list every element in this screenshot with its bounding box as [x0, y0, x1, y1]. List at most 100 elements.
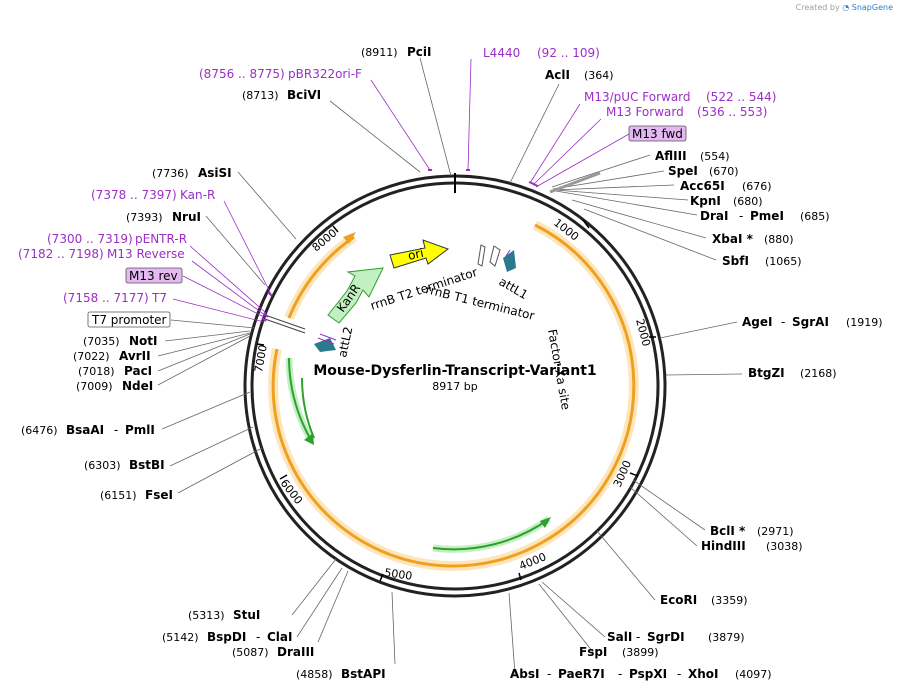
primer-l4440-pos: (92 .. 109) — [537, 46, 600, 60]
cds-arrowhead-left — [343, 232, 356, 244]
enzyme-pmli[interactable]: PmlI — [125, 423, 155, 437]
enzyme-nrui[interactable]: NruI — [172, 210, 201, 224]
enzyme-sgrdi[interactable]: SgrDI — [647, 630, 685, 644]
enzyme-agei[interactable]: AgeI — [742, 315, 772, 329]
primer-m13fwd-box[interactable] — [628, 125, 687, 142]
green-arrow-c — [432, 518, 550, 551]
enzyme-hindiii[interactable]: HindIII — [701, 539, 746, 553]
enzyme-clai[interactable]: ClaI — [267, 630, 292, 644]
site-cluster-marker — [549, 171, 601, 194]
enzyme-kpni[interactable]: KpnI — [690, 194, 721, 208]
enzyme-ecori[interactable]: EcoRI — [660, 593, 697, 607]
attl2-feature — [314, 338, 336, 352]
enzyme-xbai-pos: (880) — [764, 233, 794, 246]
enzyme-bstbi[interactable]: BstBI — [129, 458, 165, 472]
t7-promoter-label: T7 promoter — [91, 313, 167, 327]
green-arrow-a — [288, 357, 312, 441]
attl1-primer-mark — [505, 249, 511, 257]
cds-arc-bottom — [271, 348, 544, 568]
t7-promoter-box[interactable] — [87, 311, 171, 328]
kanr-feature[interactable] — [327, 267, 384, 324]
enzyme-pcii[interactable]: PciI — [407, 45, 432, 59]
enzyme-aflii[interactable]: AflIII — [655, 149, 687, 163]
enzyme-paer7i[interactable]: PaeR7I — [558, 667, 605, 681]
primer-pentr[interactable]: pENTR-R — [135, 232, 187, 246]
enzyme-bsaai[interactable]: BsaAI — [66, 423, 104, 437]
enzyme-asisi-pos: (7736) — [152, 167, 189, 180]
enzyme-noti-pos: (7035) — [83, 335, 120, 348]
green-arrow-a-head — [304, 433, 314, 445]
enzyme-bsaai-pos: (6476) — [21, 424, 58, 437]
enzyme-spei[interactable]: SpeI — [668, 164, 698, 178]
tick-4000 — [518, 572, 522, 581]
enzyme-leader-lines — [157, 57, 743, 675]
enzyme-acc65i[interactable]: Acc65I — [680, 179, 725, 193]
attl1-label: attL1 — [497, 274, 531, 302]
primer-m13puc-pos: (522 .. 544) — [706, 90, 776, 104]
enzyme-asisi[interactable]: AsiSI — [198, 166, 232, 180]
tick-label-2000: 2000 — [633, 317, 653, 347]
primer-m13fwd-box-label: M13 fwd — [632, 127, 683, 141]
enzyme-bcli-pos: (2971) — [757, 525, 794, 538]
primer-pbr322-pos: (8756 .. 8775) — [199, 67, 285, 81]
attl2-mark-a — [319, 333, 337, 341]
primer-l4440[interactable]: L4440 — [483, 46, 520, 60]
enzyme-sgrai[interactable]: SgrAI — [792, 315, 829, 329]
rrnb-t2-label: rrnB T2 terminator — [369, 265, 480, 313]
primer-m13rev-box[interactable] — [125, 267, 183, 284]
enzyme-stui[interactable]: StuI — [233, 608, 260, 622]
primer-m13puc[interactable]: M13/pUC Forward — [584, 90, 691, 104]
enzyme-bcivi[interactable]: BciVI — [287, 88, 321, 102]
primer-kanr[interactable]: Kan-R — [180, 188, 215, 202]
enzyme-draiii[interactable]: DraIII — [277, 645, 314, 659]
primer-m13rev[interactable]: M13 Reverse — [107, 247, 185, 261]
attl2-label: attL2 — [335, 325, 355, 358]
enzyme-paci[interactable]: PacI — [124, 364, 152, 378]
primer-leader-lines — [172, 58, 630, 323]
enzyme-fspi[interactable]: FspI — [579, 645, 607, 659]
enzyme-bstapi[interactable]: BstAPI — [341, 667, 386, 681]
rrnb-t2-feature — [477, 244, 486, 267]
enzyme-agei-pos: (1919) — [846, 316, 883, 329]
enzyme-drai[interactable]: DraI — [700, 209, 728, 223]
primer-m13rev-pos: (7182 .. 7198) — [18, 247, 104, 261]
enzyme-absi-sep1: - — [547, 667, 551, 681]
enzyme-pmei[interactable]: PmeI — [750, 209, 784, 223]
enzyme-sbfi[interactable]: SbfI — [722, 254, 749, 268]
enzyme-ndei[interactable]: NdeI — [122, 379, 153, 393]
enzyme-noti[interactable]: NotI — [129, 334, 158, 348]
tick-label-7000: 7000 — [252, 344, 270, 374]
green-arrow-b — [300, 377, 315, 439]
enzyme-aflii-pos: (554) — [700, 150, 730, 163]
enzyme-absi-sep2: - — [618, 667, 622, 681]
enzyme-sbfi-pos: (1065) — [765, 255, 802, 268]
enzyme-avrii[interactable]: AvrII — [119, 349, 151, 363]
primer-t7-pos: (7158 .. 7177) — [63, 291, 149, 305]
primer-m13fwd[interactable]: M13 Forward — [606, 105, 684, 119]
attl2-mark-b — [317, 337, 335, 345]
enzyme-absi[interactable]: AbsI — [510, 667, 539, 681]
enzyme-bcli[interactable]: BclI * — [710, 524, 746, 538]
enzyme-pcii-pos: (8911) — [361, 46, 398, 59]
enzyme-acli[interactable]: AclI — [545, 68, 570, 82]
primer-t7[interactable]: T7 — [151, 291, 167, 305]
enzyme-pspxi[interactable]: PspXI — [629, 667, 667, 681]
primer-pbr322[interactable]: pBR322ori-F — [288, 67, 362, 81]
ori-feature[interactable] — [389, 239, 450, 269]
enzyme-btgzi-pos: (2168) — [800, 367, 837, 380]
plasmid-name: Mouse-Dysferlin-Transcript-Variant1 — [313, 363, 596, 379]
enzyme-acli-pos: (364) — [584, 69, 614, 82]
enzyme-drai-pmei-pos: (685) — [800, 210, 830, 223]
tick-label-5000: 5000 — [384, 566, 414, 583]
plasmid-length: 8917 bp — [432, 380, 477, 393]
enzyme-btgzi[interactable]: BtgZI — [748, 366, 785, 380]
enzyme-xbai[interactable]: XbaI * — [712, 232, 754, 246]
enzyme-hindiii-pos: (3038) — [766, 540, 803, 553]
enzyme-agei-sep: - — [781, 315, 785, 329]
enzyme-bspdi[interactable]: BspDI — [207, 630, 246, 644]
tick-1000 — [582, 219, 590, 229]
enzyme-fsei[interactable]: FseI — [145, 488, 173, 502]
t7-promoter-feature-b — [264, 314, 306, 330]
enzyme-sali[interactable]: SalI — [607, 630, 632, 644]
enzyme-xhoi[interactable]: XhoI — [688, 667, 719, 681]
